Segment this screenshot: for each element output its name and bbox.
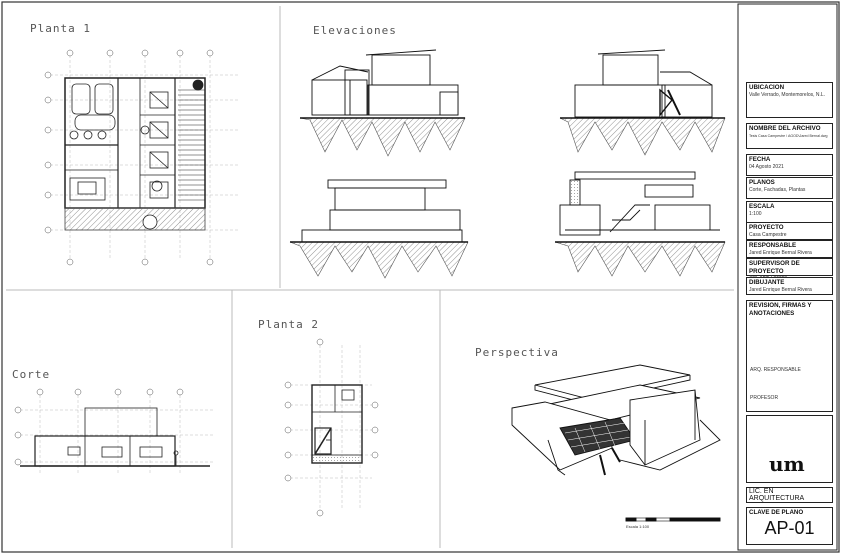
corte-drawing (14, 388, 215, 475)
scale-note: Escala 1:100 (626, 524, 650, 529)
ubicacion-box: UBICACION Valle Verrado, Montemorelos, N… (746, 82, 833, 118)
elevaciones-drawing (289, 49, 726, 279)
escala-value: 1:100 (749, 210, 762, 217)
proyecto-value: Casa Campestre (749, 231, 787, 238)
um-logo-box: um (746, 415, 833, 483)
proyecto-box: PROYECTO Casa Campestre (746, 222, 833, 240)
fecha-box: FECHA 04 Agosto 2021 (746, 154, 833, 176)
supervisor-label: SUPERVISOR DE PROYECTO (749, 260, 800, 275)
elevaciones-title: Elevaciones (313, 24, 397, 37)
carrera-box: LIC. EN ARQUITECTURA (746, 487, 833, 503)
um-logo-text: um (769, 452, 805, 476)
corte-title: Corte (12, 368, 51, 381)
proyecto-label: PROYECTO (749, 224, 784, 231)
archivo-box: NOMBRE DEL ARCHIVO Tesis Casa Campestre … (746, 123, 833, 149)
carrera-label: LIC. EN ARQUITECTURA (749, 488, 805, 502)
responsable-value: Jared Enrique Bernal Rivera (749, 249, 812, 256)
dibujante-label: DIBUJANTE (749, 279, 785, 286)
dibujante-box: DIBUJANTE Jared Enrique Bernal Rivera (746, 277, 833, 295)
responsable-label: RESPONSABLE (749, 242, 797, 249)
responsable-box: RESPONSABLE Jared Enrique Bernal Rivera (746, 240, 833, 258)
fecha-label: FECHA (749, 156, 771, 163)
ubicacion-value: Valle Verrado, Montemorelos, N.L. (749, 91, 826, 98)
perspectiva-drawing (511, 364, 721, 522)
supervisor-box: SUPERVISOR DE PROYECTO Arq. Abdi Lozano (746, 258, 833, 281)
clave-value: AP-01 (764, 517, 815, 538)
escala-box: ESCALA 1:100 (746, 201, 833, 223)
fecha-value: 04 Agosto 2021 (749, 163, 784, 170)
planos-label: PLANOS (749, 179, 775, 186)
escala-label: ESCALA (749, 203, 775, 210)
archivo-value: Tesis Casa Campestre \ AGOD\Jared Bernal… (749, 133, 828, 138)
clave-label: CLAVE DE PLANO (749, 509, 804, 516)
planta-1-title: Planta 1 (30, 22, 91, 35)
arq-responsable-label: ARQ. RESPONSABLE (750, 367, 801, 373)
planta-1-drawing (44, 49, 240, 266)
perspectiva-title: Perspectiva (475, 346, 559, 359)
planos-box: PLANOS Corte, Fachadas, Plantas (746, 177, 833, 199)
revision-box: REVISION, FIRMAS Y ANOTACIONES ARQ. RESP… (746, 300, 833, 412)
planta-2-title: Planta 2 (258, 318, 319, 331)
logo-box (746, 8, 833, 80)
dibujante-value: Jared Enrique Bernal Rivera (749, 286, 812, 293)
revision-label: REVISION, FIRMAS Y ANOTACIONES (749, 302, 812, 317)
planos-value: Corte, Fachadas, Plantas (749, 186, 806, 193)
profesor-label: PROFESOR (750, 395, 779, 401)
archivo-label: NOMBRE DEL ARCHIVO (749, 125, 821, 132)
ubicacion-label: UBICACION (749, 84, 785, 91)
planta-2-drawing (284, 338, 379, 517)
clave-box: CLAVE DE PLANO AP-01 (746, 507, 833, 545)
